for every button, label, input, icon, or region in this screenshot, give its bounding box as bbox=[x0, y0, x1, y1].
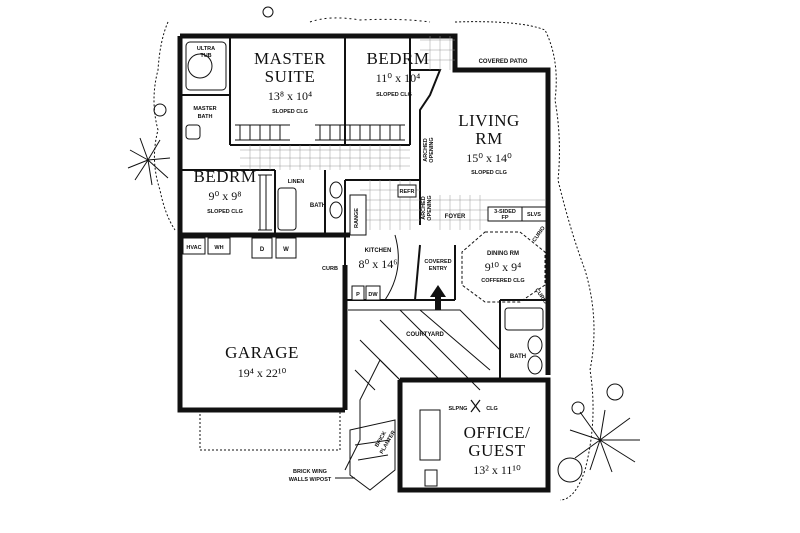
range-label: RANGE bbox=[354, 208, 360, 228]
covered-entry-label-2: ENTRY bbox=[429, 266, 448, 272]
fireplace-label-1: 3-SIDED bbox=[494, 209, 516, 215]
arched-opening-2-label-1: ARCHED bbox=[421, 196, 427, 220]
office-note-right: CLG bbox=[486, 406, 498, 412]
bath-2-label: BATH bbox=[510, 354, 526, 360]
dining-label: DINING RM bbox=[487, 251, 519, 257]
washer-label: W bbox=[283, 247, 289, 253]
master-suite-label-2: SUITE bbox=[265, 67, 316, 86]
ultra-tub-label-1: ULTRA bbox=[197, 46, 215, 52]
bedroom-1-label: BEDRM bbox=[367, 49, 430, 68]
dining-dim: 9¹⁰ x 9⁴ bbox=[485, 260, 522, 274]
shrub-icon bbox=[153, 6, 624, 483]
kitchen-dim: 8⁰ x 14⁶ bbox=[359, 257, 398, 271]
shelves-box bbox=[521, 206, 547, 222]
closet-hatch bbox=[235, 124, 405, 231]
tile-floor bbox=[240, 36, 545, 230]
master-suite-label-1: MASTER bbox=[254, 49, 326, 68]
bedroom-2-note: SLOPED CLG bbox=[207, 209, 243, 215]
dining-note: COFFERED CLG bbox=[481, 278, 524, 284]
bedroom-1-dim: 11⁰ x 10⁴ bbox=[376, 71, 421, 85]
covered-patio-label: COVERED PATIO bbox=[479, 59, 528, 65]
bedroom-2-label: BEDRM bbox=[194, 167, 257, 186]
garage-door bbox=[199, 410, 341, 451]
bedroom-1-note: SLOPED CLG bbox=[376, 92, 412, 98]
linen-label: LINEN bbox=[288, 179, 305, 185]
dishwasher-label: DW bbox=[368, 292, 378, 298]
kitchen-counter bbox=[384, 234, 399, 301]
garage-label: GARAGE bbox=[225, 343, 299, 362]
master-suite-note: SLOPED CLG bbox=[272, 109, 308, 115]
living-label-1: LIVING bbox=[458, 111, 520, 130]
arched-opening-1-label-1: ARCHED bbox=[423, 138, 429, 162]
arched-opening-2-label-2: OPENING bbox=[427, 195, 433, 220]
curio-1-label: CURIO bbox=[532, 225, 547, 244]
water-heater-label: WH bbox=[214, 245, 223, 251]
brick-wing-label-2: WALLS W/POST bbox=[289, 477, 332, 483]
fireplace-label-2: FP bbox=[501, 215, 508, 221]
shelves-label: SLVS bbox=[527, 212, 541, 218]
courtyard-paving bbox=[344, 309, 501, 471]
living-label-2: RM bbox=[475, 129, 502, 148]
tree-icon bbox=[569, 409, 640, 473]
tree-icon bbox=[127, 137, 171, 186]
office-label-1: OFFICE/ bbox=[464, 423, 531, 442]
brick-wing-walls bbox=[349, 419, 396, 491]
ultra-tub-label-2: TUB bbox=[200, 53, 211, 59]
curb-label: CURB bbox=[322, 266, 338, 272]
courtyard-label: COURTYARD bbox=[406, 332, 444, 338]
hvac-label: HVAC bbox=[186, 245, 201, 251]
kitchen-label: KITCHEN bbox=[365, 248, 392, 254]
refrigerator-label: REFR bbox=[400, 189, 415, 195]
bedroom-2-dim: 9⁰ x 9⁸ bbox=[209, 189, 242, 203]
dryer-label: D bbox=[260, 247, 265, 253]
living-note: SLOPED CLG bbox=[471, 170, 507, 176]
dining-octagon bbox=[461, 231, 546, 303]
office-label-2: GUEST bbox=[468, 441, 525, 460]
living-dim: 15⁰ x 14⁰ bbox=[466, 151, 512, 165]
master-bath-label-2: BATH bbox=[198, 114, 213, 120]
arched-opening-1-label-2: OPENING bbox=[429, 137, 435, 162]
office-note-left: SLPNG bbox=[449, 406, 468, 412]
master-suite-dim: 13⁸ x 10⁴ bbox=[268, 89, 312, 103]
foyer-label: FOYER bbox=[445, 214, 466, 220]
sloped-ceiling-mark bbox=[470, 399, 481, 413]
pantry-label: P bbox=[356, 292, 360, 298]
master-bath-label-1: MASTER bbox=[193, 106, 216, 112]
landscaping bbox=[153, 17, 595, 501]
entry-arrow-icon bbox=[430, 285, 446, 310]
garage-dim: 19⁴ x 22¹⁰ bbox=[238, 366, 287, 380]
bath-1-label: BATH bbox=[310, 203, 326, 209]
covered-entry-label-1: COVERED bbox=[424, 259, 451, 265]
fixtures bbox=[182, 41, 544, 487]
office-dim: 13² x 11¹⁰ bbox=[473, 463, 521, 477]
brick-wing-label-1: BRICK WING bbox=[293, 469, 327, 475]
